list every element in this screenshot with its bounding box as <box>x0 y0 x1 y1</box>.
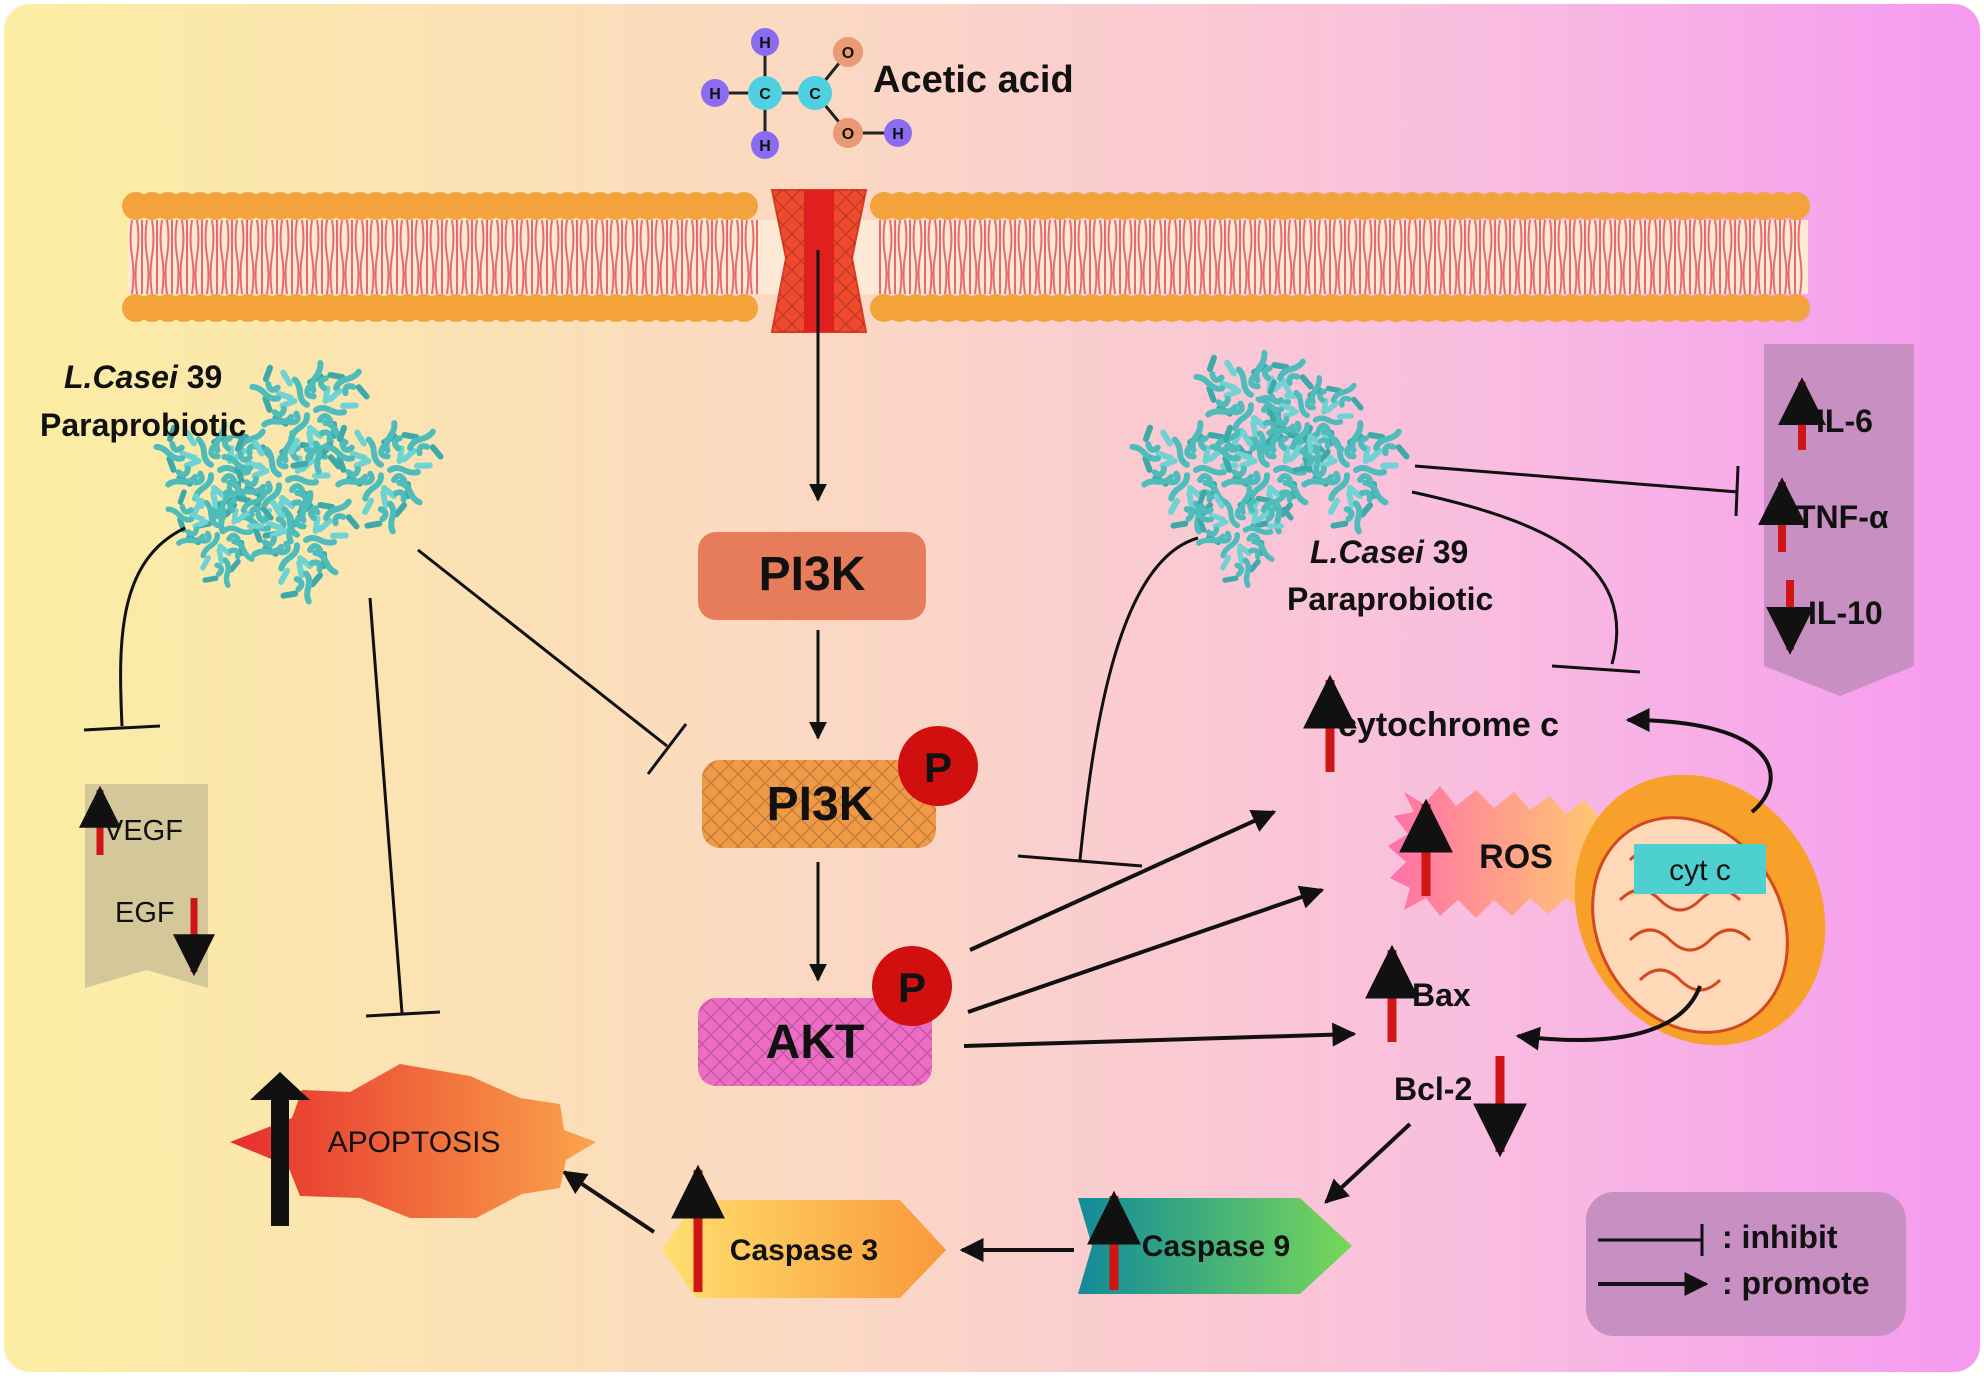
phospho-badge <box>898 726 978 806</box>
atom-label: H <box>759 35 771 52</box>
atom-label: O <box>842 45 854 62</box>
inhibit-line <box>1414 464 1739 494</box>
carbon-atom <box>798 76 832 110</box>
inhibit-line <box>1078 536 1199 861</box>
acetic-acid-molecule: H H H H C C O O <box>701 28 912 159</box>
cell-membrane <box>122 192 1810 322</box>
inhibit-bar <box>1017 854 1143 868</box>
promote-arrow <box>1324 1122 1412 1204</box>
bcl2-label: Bcl-2 <box>1394 1071 1472 1107</box>
probiotic-name-right: L.Casei 39 <box>1310 534 1468 570</box>
tnf-label: TNF-α <box>1796 499 1889 535</box>
caspase-3-shape <box>662 1200 946 1298</box>
akt-label: AKT <box>766 1016 865 1069</box>
acetic-acid-label: Acetic acid <box>873 59 1074 101</box>
oxygen-atom <box>833 37 863 67</box>
inhibit-line <box>119 526 186 727</box>
apoptosis-label: APOPTOSIS <box>328 1126 501 1159</box>
p-pi3k-label: PI3K <box>767 778 874 831</box>
atom-label: H <box>759 138 771 155</box>
inhibit-line <box>1411 490 1619 665</box>
promote-arrow <box>963 1022 1357 1048</box>
vegf-label: VEGF <box>104 815 183 847</box>
atom-label: H <box>892 126 904 143</box>
hydrogen-atom <box>751 28 779 56</box>
atom-label: H <box>709 86 721 103</box>
phospho-label: P <box>924 744 952 791</box>
promote-arrow <box>967 885 1325 1014</box>
il6-label: IL-6 <box>1816 403 1873 439</box>
pi3k-box <box>698 532 926 620</box>
egf-label: EGF <box>115 897 175 929</box>
cyt-c-label: cyt c <box>1669 854 1731 887</box>
inhibit-bar <box>1551 664 1641 674</box>
promote-arrow <box>1515 985 1702 1051</box>
apoptosis-burst <box>230 1064 596 1218</box>
inhibit-line <box>417 548 668 748</box>
atom-label: C <box>759 86 771 103</box>
cytochrome-label: cytochrome c <box>1338 706 1559 744</box>
promote-arrow <box>969 810 1277 952</box>
cyt-c-box <box>1634 844 1766 894</box>
ros-label: ROS <box>1479 838 1553 876</box>
inhibit-bar <box>83 724 161 732</box>
il10-label: IL-10 <box>1808 595 1883 631</box>
inhibit-bar <box>646 723 688 775</box>
pi3k-label: PI3K <box>759 548 866 601</box>
inhibit-bar <box>1734 465 1740 517</box>
promote-arrow <box>1625 708 1773 814</box>
atom-label: O <box>842 126 854 143</box>
legend-promote-label: : promote <box>1722 1265 1870 1301</box>
inhibit-line <box>368 597 404 1014</box>
hydrogen-atom <box>751 131 779 159</box>
atom-label: C <box>809 86 821 103</box>
probiotic-subtitle-left: Paraprobiotic <box>40 407 246 443</box>
caspase-9-label: Caspase 9 <box>1142 1230 1290 1263</box>
oxygen-atom <box>833 118 863 148</box>
background-panel <box>4 4 1980 1372</box>
legend-inhibit-label: : inhibit <box>1722 1219 1838 1255</box>
bax-label: Bax <box>1412 977 1471 1013</box>
probiotic-subtitle-right: Paraprobiotic <box>1287 581 1493 617</box>
carbon-atom <box>748 76 782 110</box>
inhibit-bar <box>365 1010 441 1018</box>
hydrogen-atom <box>701 79 729 107</box>
probiotic-name-left: L.Casei 39 <box>64 359 222 395</box>
caspase-9-shape <box>1078 1198 1352 1294</box>
phospho-label: P <box>898 964 926 1011</box>
legend-panel <box>1586 1192 1906 1336</box>
caspase-3-label: Caspase 3 <box>730 1234 878 1267</box>
up-arrow-head <box>250 1072 310 1100</box>
hydrogen-atom <box>884 119 912 147</box>
phospho-badge <box>872 946 952 1026</box>
promote-arrow <box>562 1170 656 1234</box>
